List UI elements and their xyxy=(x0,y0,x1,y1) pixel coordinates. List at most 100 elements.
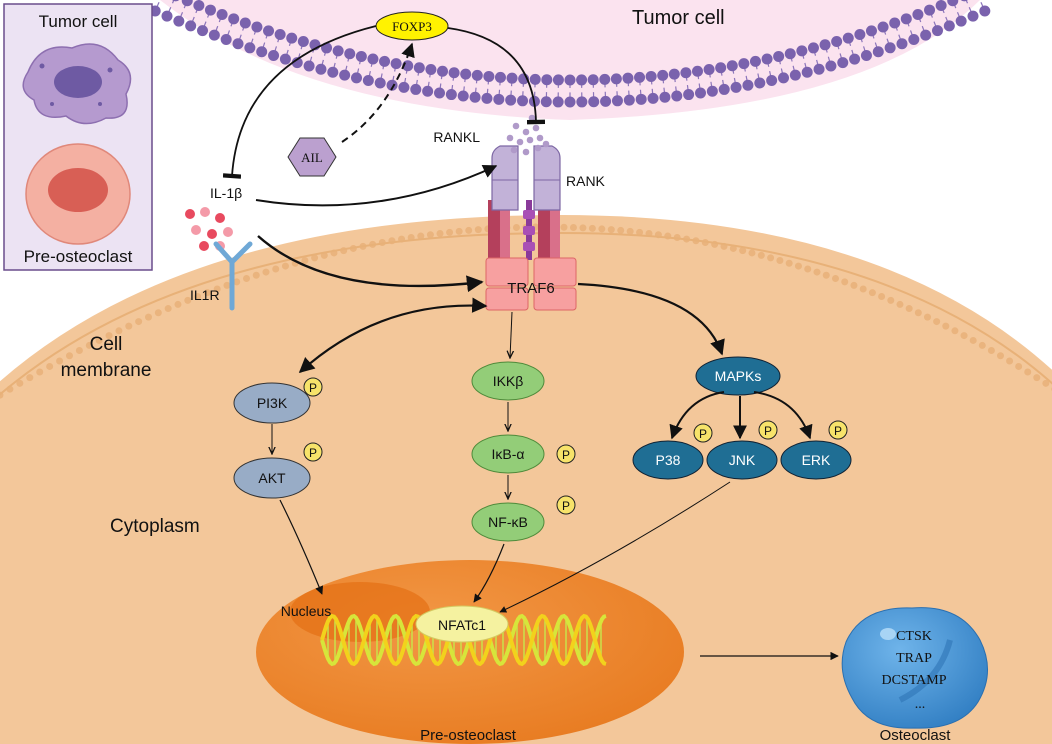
membrane-particle xyxy=(598,225,606,233)
membrane-particle xyxy=(417,232,425,240)
cell-membrane xyxy=(0,223,1052,399)
nfkb-node: NF-κB xyxy=(471,502,545,542)
membrane-particle xyxy=(776,257,784,265)
phospho-marker-ikba: P xyxy=(556,444,576,464)
lipid-head xyxy=(469,91,481,103)
foxp3-label: FOXP3 xyxy=(392,19,432,34)
lipid-head xyxy=(481,92,493,104)
lipid-head xyxy=(623,94,635,106)
lipid-head xyxy=(291,57,303,69)
lipid-head xyxy=(208,29,220,41)
membrane-particle xyxy=(474,226,482,234)
membrane-particle xyxy=(626,227,634,235)
lipid-head xyxy=(181,0,193,7)
lipid-head xyxy=(471,69,483,81)
membrane-particle xyxy=(154,309,162,317)
lipid-tail xyxy=(171,0,175,4)
il1r-label: IL1R xyxy=(190,287,220,303)
legend-tumor-cell-label: Tumor cell xyxy=(39,12,118,31)
edges xyxy=(222,25,839,661)
lipid-head xyxy=(540,96,552,108)
osteoclast-label: Osteoclast xyxy=(880,727,952,744)
membrane-particle xyxy=(465,226,473,234)
phospho-marker-nfkb: P xyxy=(556,495,576,515)
lipid-head xyxy=(517,95,529,107)
lipid-head xyxy=(228,13,240,25)
rankl-dot xyxy=(536,134,544,142)
lipid-head xyxy=(900,13,912,25)
il1b-molecules xyxy=(185,207,233,251)
membrane-particle xyxy=(739,247,747,255)
membrane-particle xyxy=(850,281,858,289)
pi3k-label: PI3K xyxy=(257,395,288,411)
lipid-head xyxy=(379,55,391,67)
membrane-particle xyxy=(905,305,913,313)
lipid-head xyxy=(943,20,955,32)
membrane-particle xyxy=(135,318,143,326)
phospho-label: P xyxy=(309,381,317,395)
membrane-particle xyxy=(65,352,73,360)
rank-receptor xyxy=(488,145,561,270)
akt-label: AKT xyxy=(258,470,286,486)
nfkb-label: NF-κB xyxy=(488,514,528,530)
il1r-receptor xyxy=(213,241,253,311)
rankl-ligands xyxy=(506,114,550,156)
membrane-particle xyxy=(960,332,968,340)
lipid-head xyxy=(232,38,244,50)
lipid-head xyxy=(884,42,896,54)
phospho-label: P xyxy=(309,446,317,460)
membrane-particle xyxy=(242,275,250,283)
lipid-head xyxy=(703,64,715,76)
membrane-particle xyxy=(767,254,775,262)
lipid-head xyxy=(754,77,766,89)
lipid-head xyxy=(268,50,280,62)
edge-traf6-to-ikkb xyxy=(510,311,512,358)
membrane-particle xyxy=(194,292,202,300)
lipid-head xyxy=(947,0,959,7)
lipid-head xyxy=(865,25,877,37)
membrane-particle xyxy=(184,296,192,304)
lipid-head xyxy=(955,15,967,27)
lipid-head xyxy=(587,74,599,86)
phospho-label: P xyxy=(834,424,842,438)
mapks-node: MAPKs xyxy=(695,356,781,396)
lipid-head xyxy=(773,50,785,62)
lipid-head xyxy=(778,72,789,84)
membrane-particle xyxy=(813,268,821,276)
lipid-head xyxy=(691,65,703,77)
membrane-particle xyxy=(115,327,123,335)
lipid-head xyxy=(766,75,778,87)
lipid-head xyxy=(718,83,730,95)
membrane-particle xyxy=(512,223,520,231)
lipid-head xyxy=(529,73,541,85)
lipid-head xyxy=(413,62,425,74)
edge-akt-to-nucleus xyxy=(279,499,324,595)
lipid-head xyxy=(457,90,469,102)
lipid-head xyxy=(437,65,449,77)
membrane-particle xyxy=(75,347,83,355)
lipid-head xyxy=(576,96,588,108)
osteoclast-gene: DCSTAMP xyxy=(881,673,946,688)
membrane-particle xyxy=(223,281,231,289)
legend-pre-osteoclast-label: Pre-osteoclast xyxy=(24,247,133,266)
pi3k-node: PI3K xyxy=(233,382,311,424)
lipid-head xyxy=(239,17,251,29)
lipid-head xyxy=(448,67,460,79)
ail-node: AIL xyxy=(287,137,337,177)
p38-node: P38 xyxy=(632,440,704,480)
lipid-head xyxy=(668,68,680,80)
membrane-particle xyxy=(987,347,995,355)
lipid-head xyxy=(842,32,854,44)
edge-traf6-to-mapks xyxy=(577,282,725,356)
lipid-head xyxy=(588,96,600,108)
rankl-dot xyxy=(526,136,534,144)
edge-il1b-to-rank xyxy=(255,164,498,207)
erk-label: ERK xyxy=(802,452,831,468)
cell-type-legend: Tumor cell Pre-osteoclast xyxy=(3,3,153,271)
lipid-head xyxy=(784,48,796,60)
lipid-head xyxy=(386,79,398,91)
phospho-marker-jnk: P xyxy=(758,420,778,440)
lipid-head xyxy=(355,50,367,62)
membrane-particle xyxy=(56,357,64,365)
